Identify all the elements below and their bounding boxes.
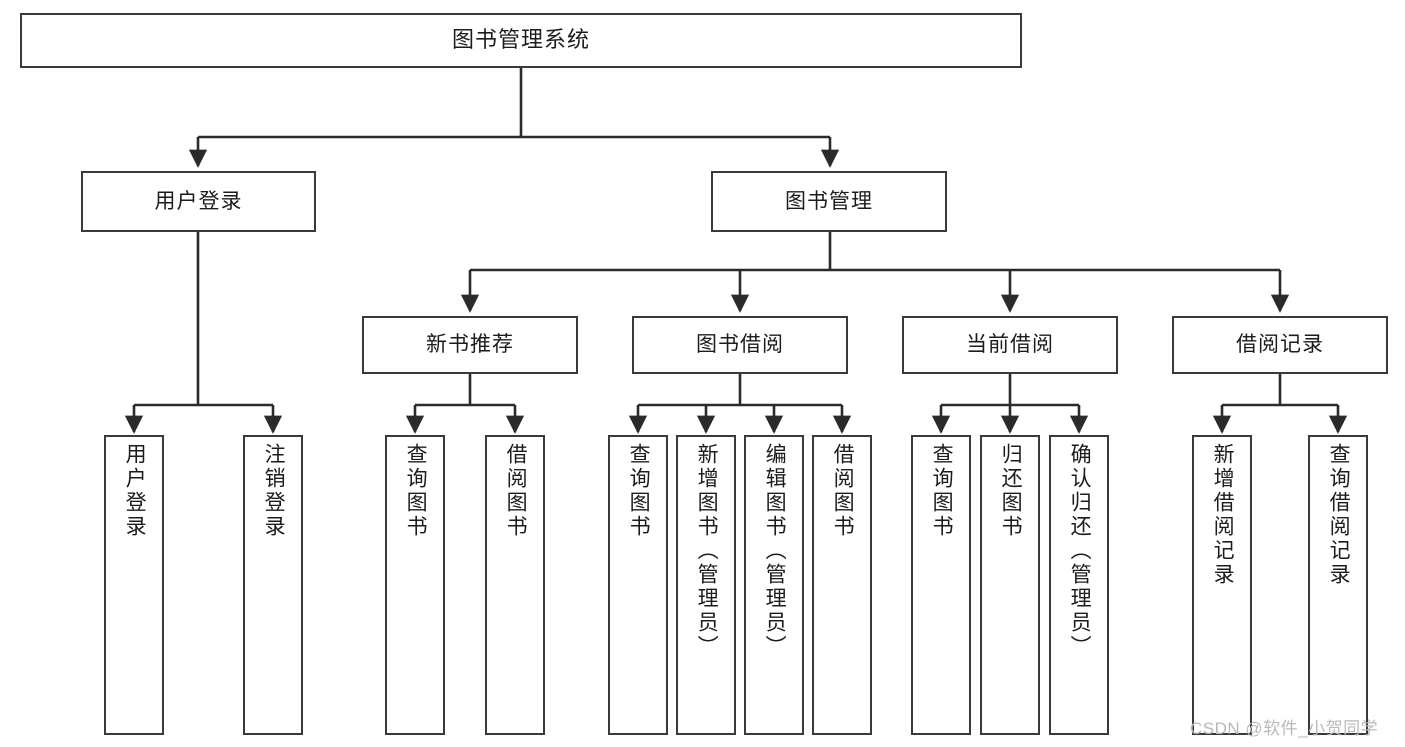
leaf-user-login-0[interactable]: 用户登录 [104, 435, 164, 735]
csdn-watermark: CSDN @软件_小贺同学 [1190, 719, 1379, 738]
leaf-current-borrow-1-label: 归还图书 [999, 443, 1023, 539]
leaf-book-borrow-2-label: 编辑图书（管理员） [763, 443, 787, 659]
node-book-manage[interactable]: 图书管理 [711, 171, 947, 232]
leaf-book-borrow-3[interactable]: 借阅图书 [812, 435, 872, 735]
leaf-borrow-record-0[interactable]: 新增借阅记录 [1192, 435, 1252, 735]
node-root-label: 图书管理系统 [451, 27, 590, 53]
node-user-login-label: 用户登录 [154, 189, 243, 213]
leaf-current-borrow-0[interactable]: 查询图书 [911, 435, 971, 735]
leaf-new-book-0-label: 查询图书 [404, 443, 428, 539]
node-user-login[interactable]: 用户登录 [81, 171, 316, 232]
node-current-borrow-label: 当前借阅 [966, 333, 1054, 357]
leaf-current-borrow-2[interactable]: 确认归还（管理员） [1049, 435, 1109, 735]
leaf-current-borrow-0-label: 查询图书 [930, 443, 954, 539]
leaf-book-borrow-0[interactable]: 查询图书 [608, 435, 668, 735]
leaf-new-book-0[interactable]: 查询图书 [385, 435, 445, 735]
node-book-borrow-label: 图书借阅 [696, 333, 784, 357]
node-current-borrow[interactable]: 当前借阅 [902, 316, 1118, 374]
leaf-user-login-1-label: 注销登录 [262, 443, 286, 539]
leaf-book-borrow-3-label: 借阅图书 [831, 443, 855, 539]
node-borrow-record[interactable]: 借阅记录 [1172, 316, 1388, 374]
node-borrow-record-label: 借阅记录 [1236, 333, 1324, 357]
leaf-book-borrow-2[interactable]: 编辑图书（管理员） [744, 435, 804, 735]
leaf-borrow-record-1-label: 查询借阅记录 [1327, 443, 1351, 587]
leaf-user-login-1[interactable]: 注销登录 [243, 435, 303, 735]
leaf-user-login-0-label: 用户登录 [123, 443, 147, 539]
node-new-book-recommend-label: 新书推荐 [426, 333, 514, 357]
leaf-current-borrow-2-label: 确认归还（管理员） [1068, 443, 1092, 659]
leaf-book-borrow-0-label: 查询图书 [627, 443, 651, 539]
node-book-borrow[interactable]: 图书借阅 [632, 316, 848, 374]
leaf-new-book-1-label: 借阅图书 [504, 443, 528, 539]
leaf-borrow-record-1[interactable]: 查询借阅记录 [1308, 435, 1368, 735]
leaf-book-borrow-1-label: 新增图书（管理员） [695, 443, 719, 659]
leaf-borrow-record-0-label: 新增借阅记录 [1211, 443, 1235, 587]
leaf-current-borrow-1[interactable]: 归还图书 [980, 435, 1040, 735]
leaf-new-book-1[interactable]: 借阅图书 [485, 435, 545, 735]
leaf-book-borrow-1[interactable]: 新增图书（管理员） [676, 435, 736, 735]
node-book-manage-label: 图书管理 [785, 189, 873, 213]
node-root-system[interactable]: 图书管理系统 [20, 13, 1022, 68]
node-new-book-recommend[interactable]: 新书推荐 [362, 316, 578, 374]
